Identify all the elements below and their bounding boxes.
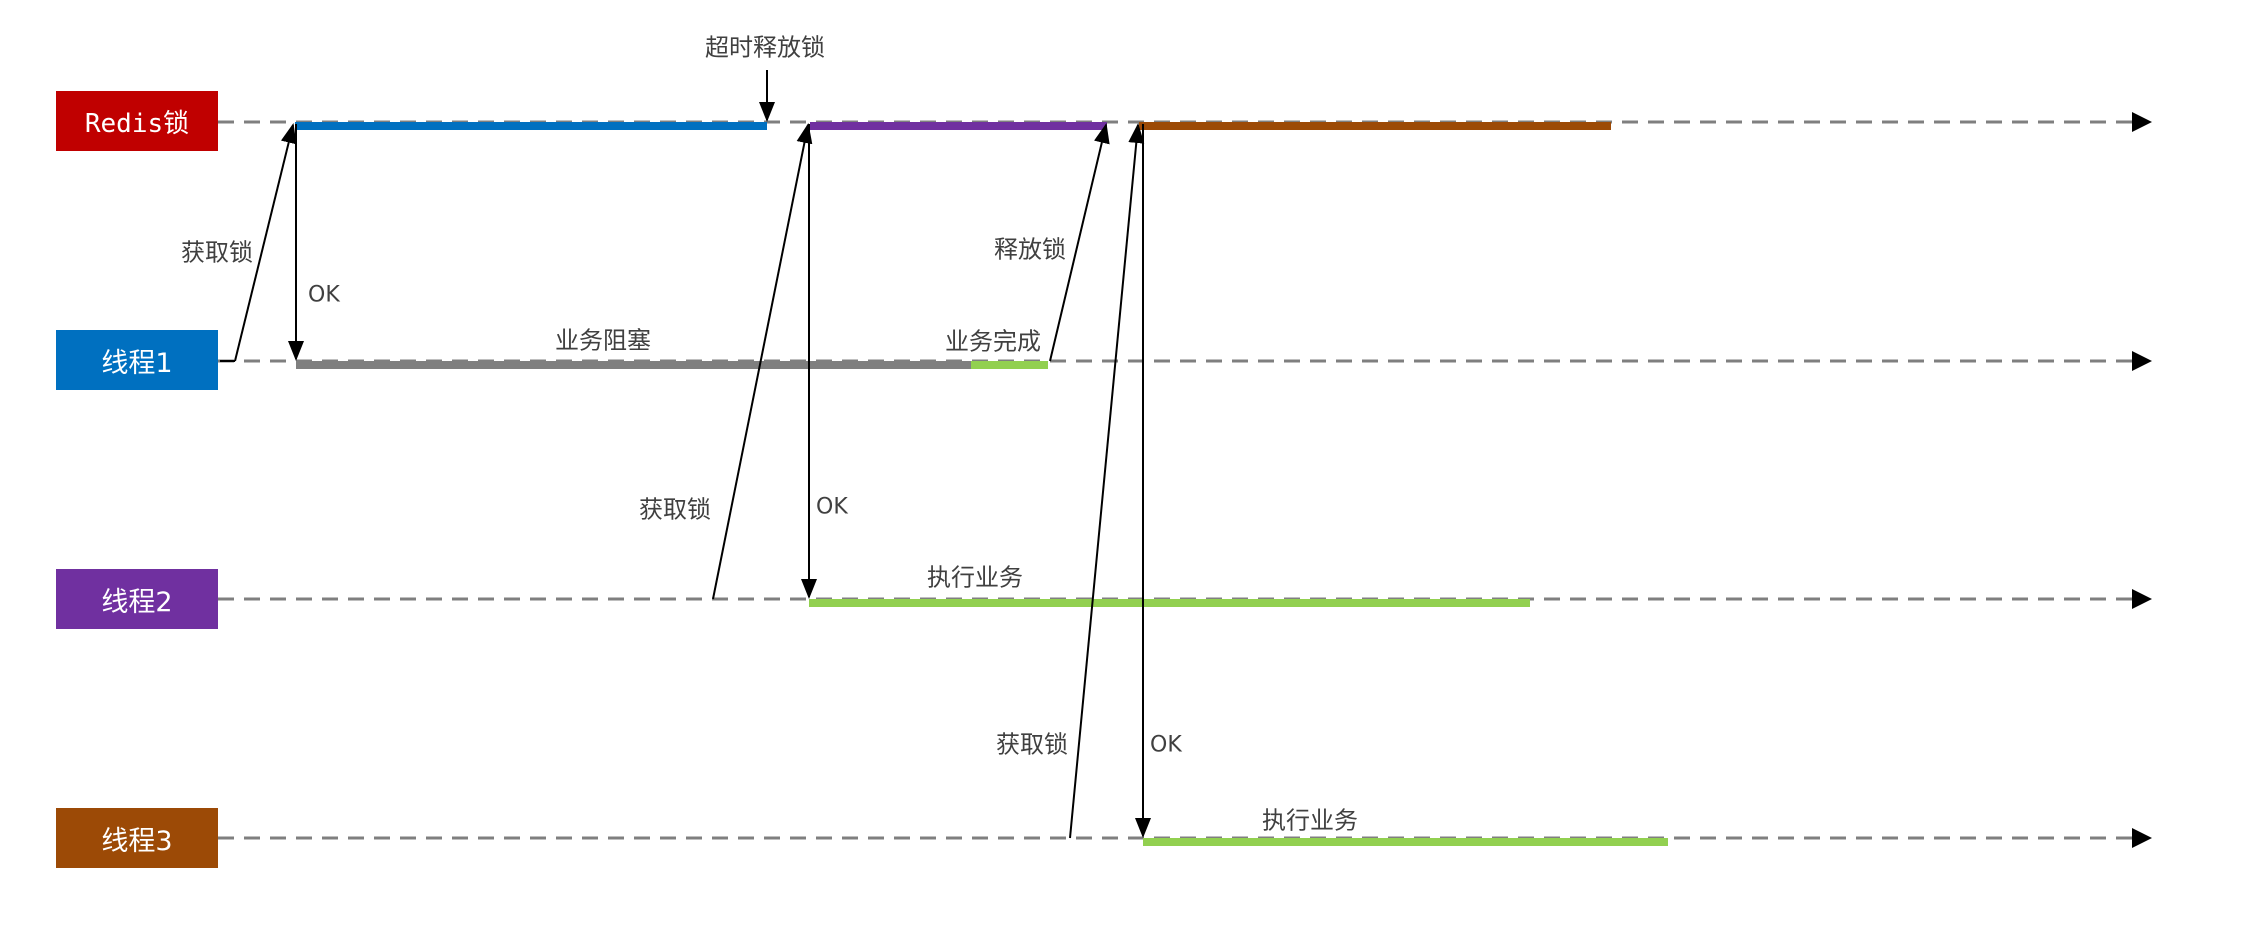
- label-thread1-done: 业务完成: [945, 327, 1041, 356]
- redis-bar-thread3: [1139, 122, 1611, 130]
- thread1-release-arrow: [1049, 123, 1110, 362]
- lane-thread-1: 线程1: [56, 330, 218, 390]
- label-thread1-release: 释放锁: [994, 235, 1066, 264]
- thread1-acquire-arrow: [220, 123, 297, 362]
- label-timeout-release: 超时释放锁: [705, 33, 825, 62]
- label-thread1-acquire: 获取锁: [181, 238, 253, 267]
- thread3-exec-bar: [1143, 838, 1668, 846]
- lane-thread-3: 线程3: [56, 808, 218, 868]
- label-thread3-acquire: 获取锁: [996, 730, 1068, 759]
- thread3-acquire-arrow: [1069, 123, 1145, 839]
- thread1-blocked-bar: [296, 361, 971, 369]
- label-thread2-ok: OK: [816, 494, 848, 520]
- thread1-done-bar: [971, 361, 1048, 369]
- lane-thread-2: 线程2: [56, 569, 218, 629]
- label-thread2-acquire: 获取锁: [639, 495, 711, 524]
- timeline-thread2: [218, 589, 2152, 609]
- label-thread3-ok: OK: [1150, 732, 1182, 758]
- label-thread1-blocked: 业务阻塞: [555, 326, 651, 355]
- timeline-thread3: [218, 828, 2152, 848]
- label-thread2-exec: 执行业务: [927, 563, 1023, 592]
- redis-bar-thread2: [810, 122, 1107, 130]
- label-thread1-ok: OK: [308, 282, 340, 308]
- label-thread3-exec: 执行业务: [1262, 806, 1358, 835]
- lane-redis-lock: Redis锁: [56, 91, 218, 151]
- thread2-exec-bar: [809, 599, 1530, 607]
- thread2-acquire-arrow: [712, 123, 813, 600]
- redis-bar-thread1: [295, 122, 767, 130]
